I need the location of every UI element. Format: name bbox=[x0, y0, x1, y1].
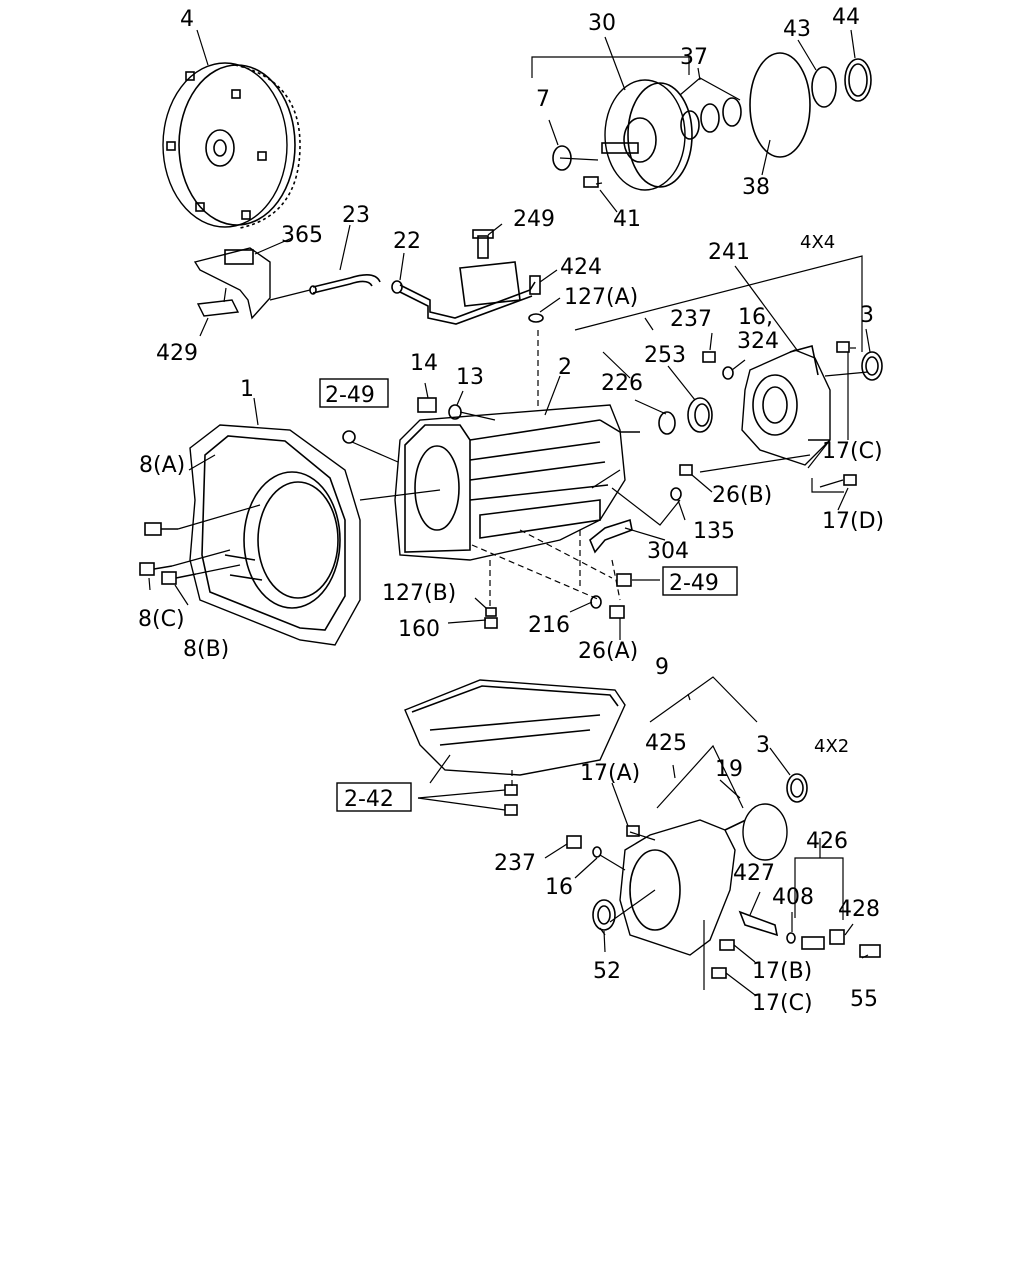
ref-box-2-49-top[interactable] bbox=[319, 378, 389, 408]
reference-boxes bbox=[319, 378, 738, 812]
label-part-26b[interactable]: 26(B) bbox=[712, 483, 772, 508]
label-part-237-top[interactable]: 237 bbox=[670, 307, 712, 332]
label-part-52[interactable]: 52 bbox=[593, 959, 621, 984]
label-part-17c-top[interactable]: 17(C) bbox=[822, 439, 883, 464]
label-part-17c-bottom[interactable]: 17(C) bbox=[752, 991, 813, 1016]
label-part-241[interactable]: 241 bbox=[708, 240, 750, 265]
label-part-41[interactable]: 41 bbox=[613, 207, 641, 232]
label-part-253[interactable]: 253 bbox=[644, 343, 686, 368]
label-part-22[interactable]: 22 bbox=[393, 229, 421, 254]
oil-pump-drawing bbox=[601, 79, 693, 191]
label-part-324[interactable]: 324 bbox=[737, 329, 779, 354]
label-part-127a[interactable]: 127(A) bbox=[564, 285, 638, 310]
label-part-249[interactable]: 249 bbox=[513, 207, 555, 232]
label-part-8a[interactable]: 8(A) bbox=[139, 453, 185, 478]
pump-seals-drawing bbox=[552, 52, 872, 188]
label-part-17d[interactable]: 17(D) bbox=[822, 509, 884, 534]
label-part-304[interactable]: 304 bbox=[647, 539, 689, 564]
label-part-4[interactable]: 4 bbox=[180, 7, 194, 32]
label-variant-4x2[interactable]: 4X2 bbox=[814, 736, 849, 757]
housing-bolts-drawing bbox=[139, 522, 632, 629]
mount-bracket-drawing bbox=[193, 247, 271, 320]
label-part-26a[interactable]: 26(A) bbox=[578, 639, 638, 664]
label-part-38[interactable]: 38 bbox=[742, 175, 770, 200]
bearing-and-seals-drawing bbox=[342, 341, 883, 554]
label-part-3-top[interactable]: 3 bbox=[860, 303, 874, 328]
label-part-135[interactable]: 135 bbox=[693, 519, 735, 544]
label-part-8b[interactable]: 8(B) bbox=[183, 637, 229, 662]
label-part-408[interactable]: 408 bbox=[772, 885, 814, 910]
label-part-30[interactable]: 30 bbox=[588, 11, 616, 36]
label-part-160[interactable]: 160 bbox=[398, 617, 440, 642]
label-part-23[interactable]: 23 bbox=[342, 203, 370, 228]
label-part-427[interactable]: 427 bbox=[733, 861, 775, 886]
label-part-424[interactable]: 424 bbox=[560, 255, 602, 280]
label-part-425[interactable]: 425 bbox=[645, 731, 687, 756]
label-part-43[interactable]: 43 bbox=[783, 17, 811, 42]
label-part-365[interactable]: 365 bbox=[281, 223, 323, 248]
label-part-3-bottom[interactable]: 3 bbox=[756, 733, 770, 758]
ref-box-2-49-bottom[interactable] bbox=[662, 566, 738, 596]
label-part-14[interactable]: 14 bbox=[410, 351, 438, 376]
label-part-7[interactable]: 7 bbox=[536, 87, 550, 112]
part-labels: 4 30 37 43 44 7 38 41 23 249 365 22 424 … bbox=[138, 5, 884, 1016]
label-part-2[interactable]: 2 bbox=[558, 355, 572, 380]
label-part-428[interactable]: 428 bbox=[838, 897, 880, 922]
label-part-55[interactable]: 55 bbox=[850, 987, 878, 1012]
label-part-8c[interactable]: 8(C) bbox=[138, 607, 185, 632]
ref-box-2-42[interactable] bbox=[336, 782, 412, 812]
label-part-17b[interactable]: 17(B) bbox=[752, 959, 812, 984]
transfer-adapter-4x4-drawing bbox=[741, 345, 831, 466]
label-ref-2-49-top[interactable]: 2-49 bbox=[325, 383, 375, 408]
label-part-127b[interactable]: 127(B) bbox=[382, 581, 456, 606]
label-part-1[interactable]: 1 bbox=[240, 377, 254, 402]
leader-lines bbox=[148, 29, 871, 996]
label-ref-2-42[interactable]: 2-42 bbox=[344, 787, 394, 812]
oil-pipe-drawing bbox=[309, 229, 544, 325]
label-part-44[interactable]: 44 bbox=[832, 5, 860, 30]
transmission-case-drawing bbox=[394, 404, 640, 561]
label-ref-2-49-bottom[interactable]: 2-49 bbox=[669, 571, 719, 596]
label-variant-4x4[interactable]: 4X4 bbox=[800, 232, 835, 253]
label-part-226[interactable]: 226 bbox=[601, 371, 643, 396]
torque-converter-drawing bbox=[162, 62, 301, 229]
label-part-429[interactable]: 429 bbox=[156, 341, 198, 366]
label-part-426[interactable]: 426 bbox=[806, 829, 848, 854]
label-part-16[interactable]: 16 bbox=[545, 875, 573, 900]
extension-housing-4x2-drawing bbox=[566, 773, 881, 979]
oil-pan-drawing bbox=[404, 679, 626, 816]
label-part-216[interactable]: 216 bbox=[528, 613, 570, 638]
label-part-37[interactable]: 37 bbox=[680, 45, 708, 70]
label-part-17a[interactable]: 17(A) bbox=[580, 761, 640, 786]
label-part-237-bottom[interactable]: 237 bbox=[494, 851, 536, 876]
converter-housing-drawing bbox=[189, 424, 361, 646]
label-part-13[interactable]: 13 bbox=[456, 365, 484, 390]
label-part-19[interactable]: 19 bbox=[715, 757, 743, 782]
label-part-16-comma[interactable]: 16, bbox=[738, 305, 773, 330]
label-part-9[interactable]: 9 bbox=[655, 655, 669, 680]
